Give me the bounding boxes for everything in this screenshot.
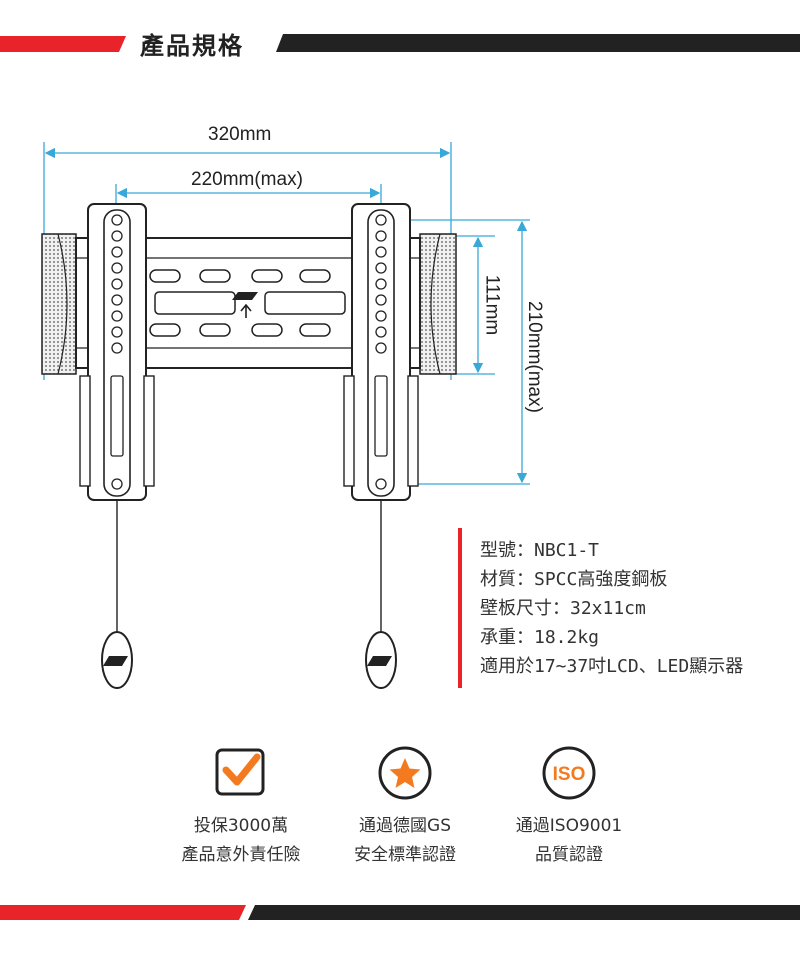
dim-total-width-label: 320mm — [208, 124, 272, 145]
star-badge-icon — [378, 746, 432, 800]
iso-badge-text: ISO — [553, 764, 586, 785]
cert-iso: ISO 通過ISO9001 品質認證 — [469, 744, 669, 870]
dim-210-label: 210mm(max) — [523, 301, 545, 413]
cert-insurance-line2: 產品意外責任險 — [181, 845, 301, 865]
header-dark-bar — [276, 34, 800, 52]
spec-load: 承重：18.2kg — [480, 627, 600, 648]
left-bracket-arm — [79, 203, 155, 689]
cert-gs: 通過德國GS 安全標準認證 — [305, 744, 505, 870]
spec-list: 型號：NBC1-T 材質：SPCC高強度鋼板 壁板尺寸：32x11cm 承重：1… — [458, 528, 778, 688]
cert-insurance-line1: 投保3000萬 — [193, 816, 289, 836]
right-pull-tab-logo-icon — [367, 656, 392, 666]
spec-plate-size: 壁板尺寸：32x11cm — [480, 598, 646, 619]
cert-iso-line2: 品質認證 — [535, 845, 603, 865]
cert-insurance: 投保3000萬 產品意外責任險 — [141, 744, 341, 870]
header-band — [0, 34, 800, 52]
cert-iso-line1: 通過ISO9001 — [515, 816, 623, 836]
iso-badge-icon: ISO — [542, 746, 596, 800]
spec-compatibility: 適用於17~37吋LCD、LED顯示器 — [480, 656, 744, 677]
spec-material: 材質：SPCC高強度鋼板 — [480, 569, 668, 590]
footer-band — [0, 905, 800, 920]
cert-gs-line1: 通過德國GS — [359, 816, 451, 836]
up-arrow-icon — [240, 303, 252, 318]
brand-logo-icon — [232, 292, 258, 300]
dim-hole-spacing-label: 220mm(max) — [191, 169, 303, 190]
footer-dark-bar — [248, 905, 800, 920]
left-pull-tab-logo-icon — [103, 656, 128, 666]
dim-111-label: 111mm — [481, 274, 503, 336]
spec-model: 型號：NBC1-T — [480, 540, 600, 561]
footer-red-bar — [0, 905, 246, 920]
cert-gs-line2: 安全標準認證 — [354, 845, 456, 865]
product-diagram — [41, 142, 530, 689]
section-title: 產品規格 — [140, 32, 244, 60]
spec-accent-bar — [458, 528, 462, 688]
wall-plate-slots — [149, 269, 346, 337]
right-bracket-arm — [343, 203, 419, 689]
checkbox-check-icon — [215, 748, 265, 796]
header-red-bar — [0, 36, 126, 52]
